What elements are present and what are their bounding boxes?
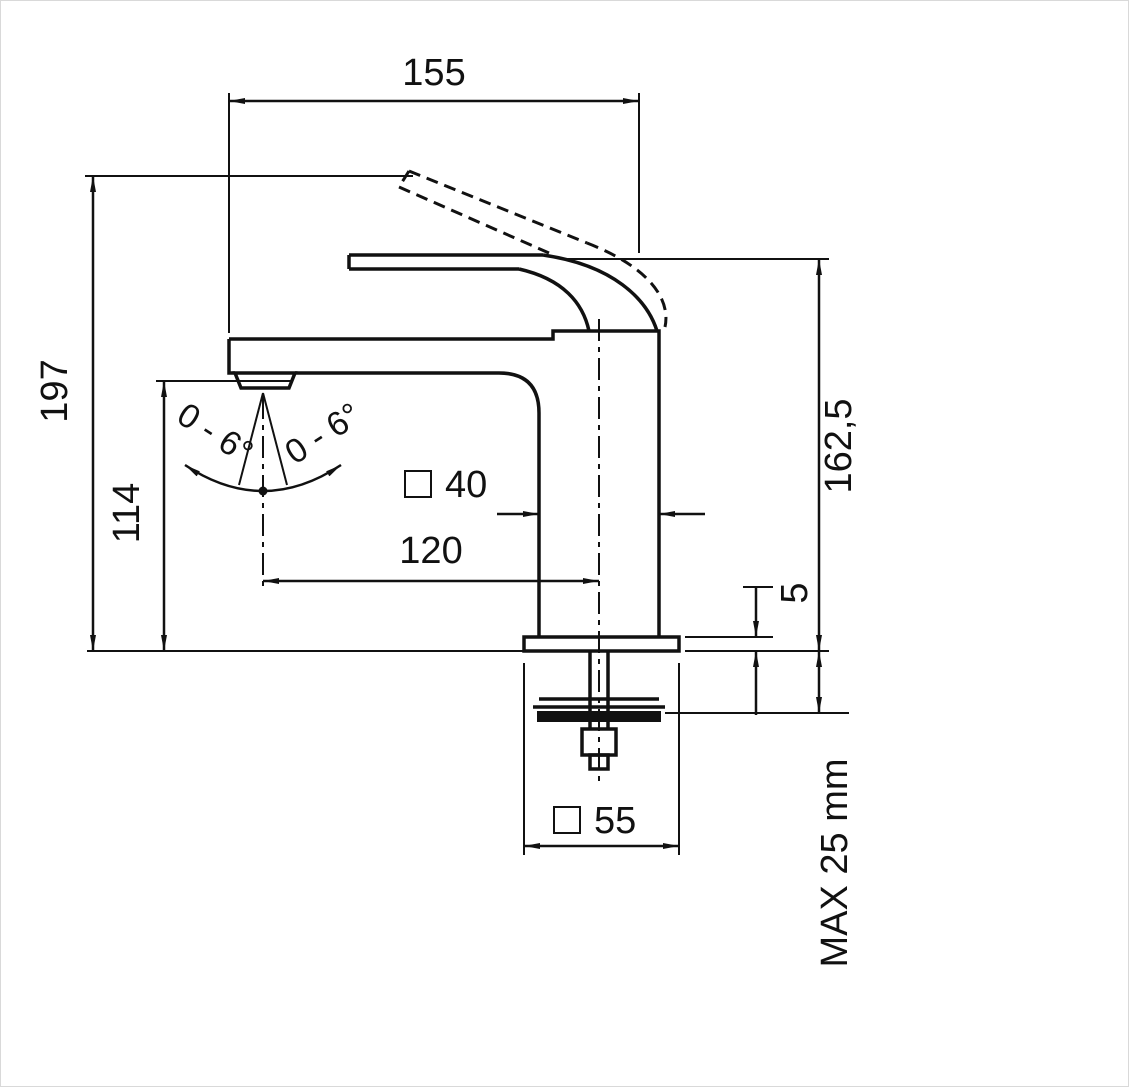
dimension-body-square: 40 bbox=[404, 464, 705, 517]
dimension-base-square: 55 bbox=[523, 663, 680, 855]
swivel-label-right: 0 - 6° bbox=[278, 396, 367, 472]
swivel-angle-annotation: 0 - 6° 0 - 6° bbox=[170, 392, 368, 496]
spout-tip-edge bbox=[227, 339, 235, 375]
handle-body-inner-curve bbox=[518, 267, 591, 332]
dim-label-55: 55 bbox=[594, 800, 636, 842]
dimension-total-height: 197 bbox=[34, 175, 413, 651]
swivel-label-left: 0 - 6° bbox=[170, 396, 259, 472]
dim-label-max25: MAX 25 mm bbox=[814, 758, 856, 967]
faucet-handle-dashed-raised bbox=[397, 169, 668, 328]
square-symbol-55 bbox=[553, 806, 581, 834]
dimension-top-width: 155 bbox=[228, 52, 640, 333]
raised-handle-outer-curve bbox=[586, 241, 668, 328]
dimension-max-mounting-thickness: MAX 25 mm bbox=[665, 651, 856, 968]
dimension-plate-thickness: 5 bbox=[685, 582, 816, 715]
square-symbol-40 bbox=[404, 470, 432, 498]
faucet-handle-solid bbox=[347, 253, 659, 332]
faucet-body-outline bbox=[87, 329, 681, 653]
raised-handle-tip-edge bbox=[397, 170, 411, 188]
deck-plate-outline bbox=[522, 635, 681, 653]
dim-label-155: 155 bbox=[402, 52, 465, 94]
spout-underside-and-column-left-edge bbox=[295, 371, 541, 637]
dim-label-5: 5 bbox=[774, 582, 816, 603]
dimension-spout-height: 114 bbox=[106, 380, 293, 651]
dim-label-162-5: 162,5 bbox=[818, 398, 860, 493]
swivel-arc bbox=[184, 463, 342, 493]
raised-handle-bottom-edge bbox=[398, 185, 550, 255]
raised-handle-top-edge bbox=[408, 169, 588, 245]
spout-and-body-outer-edge bbox=[229, 329, 661, 637]
dim-label-40: 40 bbox=[445, 464, 487, 506]
dim-label-197: 197 bbox=[34, 359, 76, 422]
dimension-spout-reach: 120 bbox=[263, 530, 599, 584]
dim-label-114: 114 bbox=[106, 483, 148, 544]
aerator-outline bbox=[232, 371, 298, 390]
dim-label-120: 120 bbox=[399, 530, 462, 572]
